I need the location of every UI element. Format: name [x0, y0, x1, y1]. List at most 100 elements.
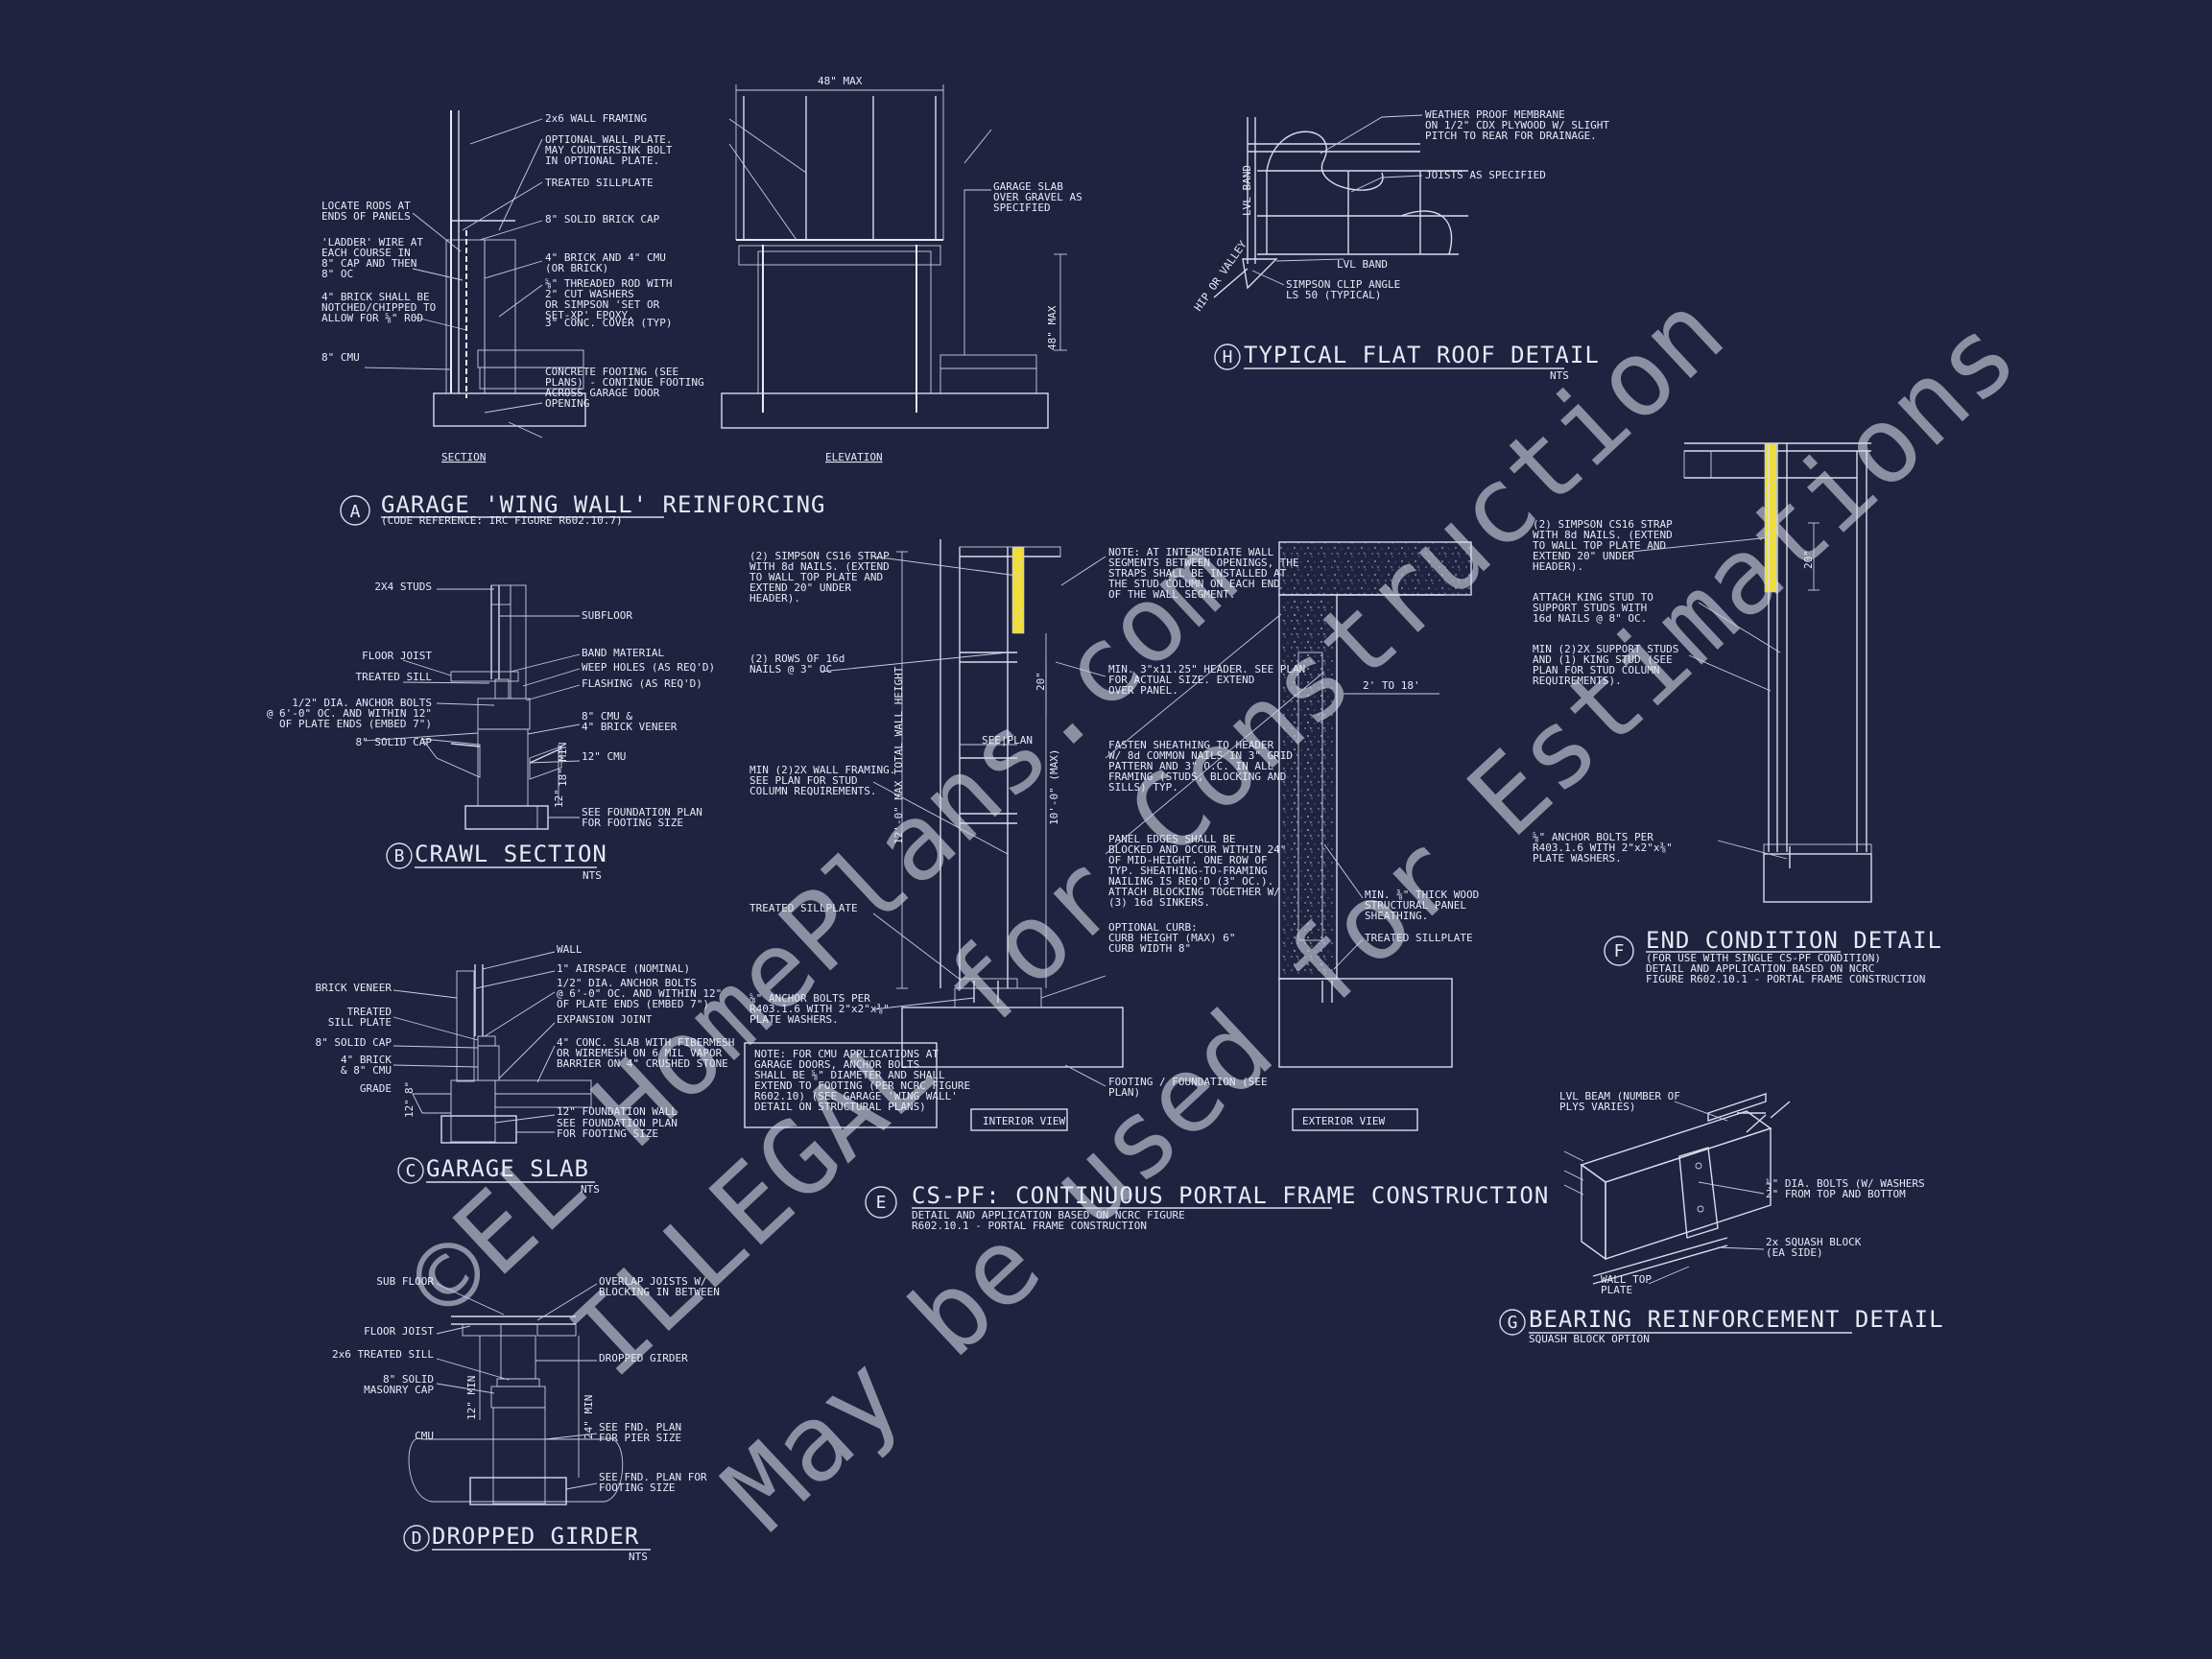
- detail-d-leaders: [436, 1283, 598, 1490]
- detail-f-dim: 20": [1802, 550, 1815, 569]
- detail-d-left-notes-3: 2x6 TREATED SILL: [332, 1348, 434, 1361]
- detail-a-title-block: A GARAGE 'WING WALL' REINFORCING (CODE R…: [340, 491, 825, 527]
- detail-c-right-notes-4: EXPANSION JOINT: [557, 1013, 653, 1026]
- detail-c-dim-1: 8": [403, 1081, 416, 1094]
- detail-a-right-notes-5: 4" BRICK AND 4" CMU(OR BRICK): [545, 251, 666, 274]
- detail-h-notes-2: JOISTS AS SPECIFIED: [1425, 169, 1546, 181]
- detail-a-right-notes-3: TREATED SILLPLATE: [545, 177, 654, 189]
- detail-h-title-block: H TYPICAL FLAT ROOF DETAIL NTS: [1214, 342, 1599, 382]
- detail-g-drawing: [1563, 1093, 1791, 1285]
- detail-b-title: CRAWL SECTION: [415, 841, 607, 867]
- detail-c-left-notes-3: 8" SOLID CAP: [316, 1036, 392, 1049]
- detail-b-right-notes-1: SUBFLOOR: [582, 609, 632, 622]
- detail-h-notes-3: LVL BAND: [1337, 258, 1388, 271]
- detail-e-left-notes-4: TREATED SILLPLATE: [749, 902, 858, 914]
- detail-b-right-notes-4: FLASHING (AS REQ'D): [582, 677, 702, 690]
- detail-d-letter: D: [412, 1529, 422, 1549]
- detail-e-interior-label: INTERIOR VIEW: [983, 1115, 1065, 1127]
- detail-g-leaders: [1648, 1101, 1765, 1285]
- detail-h-leaders: [1251, 114, 1423, 286]
- detail-g-notes-3: 2x SQUASH BLOCK(EA SIDE): [1766, 1236, 1862, 1259]
- detail-a-garage-wing-wall: 48" MAX 48" MAX SECTION ELEVATION LOCATE…: [321, 75, 1082, 527]
- detail-g-title: BEARING REINFORCEMENT DETAIL: [1529, 1306, 1944, 1333]
- detail-c-title: GARAGE SLAB: [426, 1155, 589, 1182]
- detail-a-elevation-label: ELEVATION: [825, 451, 883, 463]
- detail-b-left-notes-5: 8" SOLID CAP: [356, 736, 433, 748]
- detail-f-title-block: F END CONDITION DETAIL (FOR USE WITH SIN…: [1604, 927, 1941, 985]
- detail-e-right-notes-2: TREATED SILLPLATE: [1365, 932, 1473, 944]
- detail-d-dim-1: 12" MIN: [465, 1376, 478, 1420]
- detail-c-left-notes-1: BRICK VENEER: [316, 982, 392, 994]
- detail-h-flat-roof: LVL BAND HIP OR VALLEY WEATHER PROOF MEM…: [1192, 108, 1610, 382]
- detail-b-drawing: [421, 584, 562, 830]
- detail-d-dim-2: 24" MIN: [583, 1395, 595, 1439]
- detail-a-section-label: SECTION: [441, 451, 486, 463]
- detail-e-subtitle-1: DETAIL AND APPLICATION BASED ON NCRC FIG…: [912, 1209, 1185, 1232]
- detail-d-left-notes-2: FLOOR JOIST: [364, 1325, 434, 1338]
- detail-a-title: GARAGE 'WING WALL' REINFORCING: [381, 491, 825, 518]
- detail-b-right-notes-6: 12" CMU: [582, 750, 626, 763]
- detail-b-right-notes-5: 8" CMU &4" BRICK VENEER: [582, 710, 678, 733]
- detail-c-letter: C: [406, 1161, 416, 1181]
- detail-a-letter: A: [350, 502, 361, 522]
- detail-b-left-notes-4: 1/2" DIA. ANCHOR BOLTS@ 6'-0" OC. AND WI…: [267, 697, 432, 730]
- detail-a-left-notes-4: 8" CMU: [321, 351, 360, 364]
- detail-e-dim-total-height: 12'-0" MAX TOTAL WALL HEIGHT: [892, 666, 905, 844]
- detail-c-dim-2: 12": [403, 1099, 416, 1118]
- detail-d-right-notes-2: DROPPED GIRDER: [599, 1352, 688, 1364]
- detail-b-dim-2: 12": [553, 789, 565, 808]
- detail-b-right-notes-3: WEEP HOLES (AS REQ'D): [582, 661, 715, 674]
- detail-c-leaders: [392, 951, 556, 1133]
- detail-d-title: DROPPED GIRDER: [432, 1523, 639, 1550]
- detail-c-right-notes-6: 12" FOUNDATION WALL: [557, 1105, 678, 1118]
- detail-a-right-notes-1: 2x6 WALL FRAMING: [545, 112, 647, 125]
- detail-b-dim-1: 18" MIN: [557, 743, 569, 787]
- detail-c-title-block: C GARAGE SLAB NTS: [397, 1155, 600, 1196]
- detail-a-section-drawing: [433, 110, 586, 427]
- detail-a-right-notes-4: 8" SOLID BRICK CAP: [545, 213, 660, 225]
- detail-c-right-notes-2: 1" AIRSPACE (NOMINAL): [557, 962, 690, 975]
- detail-f-letter: F: [1614, 941, 1625, 961]
- detail-b-leaders: [364, 588, 581, 818]
- detail-e-title-block: E CS-PF: CONTINUOUS PORTAL FRAME CONSTRU…: [865, 1182, 1548, 1232]
- detail-e-middle-notes-5: OPTIONAL CURB:CURB HEIGHT (MAX) 6"CURB W…: [1108, 921, 1235, 955]
- detail-d-right-notes-1: OVERLAP JOISTS W/BLOCKING IN BETWEEN: [599, 1275, 720, 1298]
